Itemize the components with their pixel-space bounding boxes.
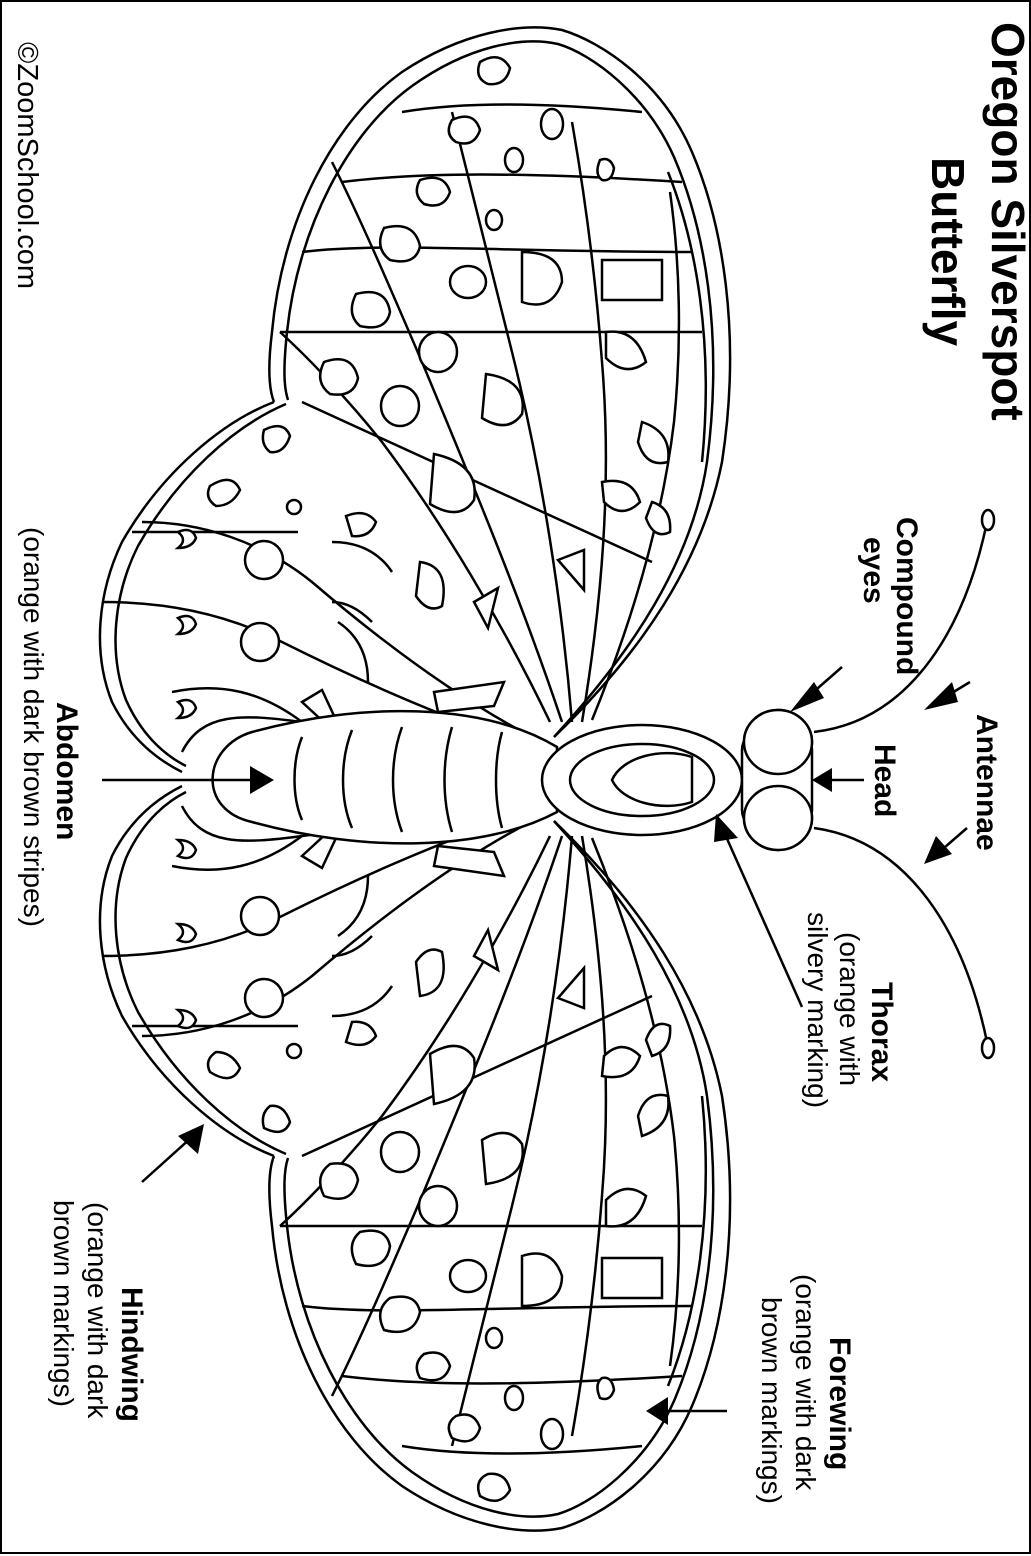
title-line1: Oregon Silverspot xyxy=(982,22,1031,421)
forewing-desc-1: (orange with dark xyxy=(790,1274,821,1491)
copyright-text: ©ZoomSchool.com xyxy=(11,42,43,289)
label-abdomen: Abdomen xyxy=(50,702,83,840)
forewing-desc-2: brown markings) xyxy=(756,1297,787,1504)
title-group: Oregon Silverspot xyxy=(982,22,1031,421)
label-thorax: Thorax xyxy=(865,982,898,1082)
label-eyes: eyes xyxy=(857,537,890,604)
abdomen-desc: (orange with dark brown stripes) xyxy=(18,527,49,927)
label-hindwing: Hindwing xyxy=(115,1287,148,1422)
thorax-shape xyxy=(542,725,742,835)
label-compound: Compound xyxy=(890,517,923,675)
hindwing-desc-1: (orange with dark xyxy=(82,1202,113,1419)
label-head: Head xyxy=(868,744,901,817)
thorax-desc-2: silvery marking) xyxy=(802,912,833,1108)
label-antennae: Antennae xyxy=(970,714,1003,851)
hindwing-desc-2: brown markings) xyxy=(48,1200,79,1407)
label-forewing: Forewing xyxy=(823,1337,856,1470)
forewing-left xyxy=(100,27,730,772)
title-line2: Butterfly xyxy=(922,157,974,347)
thorax-desc-1: (orange with xyxy=(834,932,865,1086)
forewing-right xyxy=(100,786,730,1531)
